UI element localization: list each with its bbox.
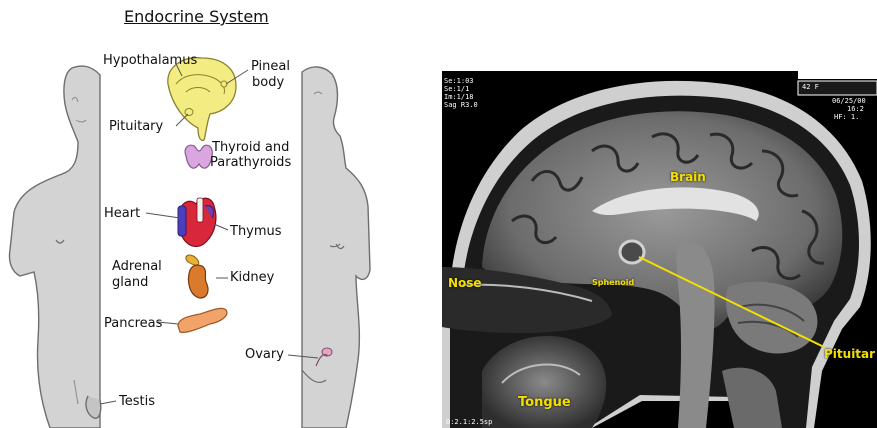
scan-meta-bottom: 0:2.1:2.5sp xyxy=(446,418,492,426)
endocrine-illustration xyxy=(0,0,430,428)
endocrine-diagram: Endocrine System xyxy=(0,0,430,428)
mri-label-brain: Brain xyxy=(670,170,706,184)
label-heart: Heart xyxy=(104,207,140,221)
label-testis: Testis xyxy=(119,395,155,409)
scan-meta-right2: 06/25/00 xyxy=(832,97,866,105)
label-adrenal-line2: gland xyxy=(112,276,148,290)
label-thyroid-line1: Thyroid and xyxy=(212,141,289,155)
mri-image xyxy=(442,71,877,428)
label-hypothalamus: Hypothalamus xyxy=(103,54,197,68)
label-thymus: Thymus xyxy=(230,225,282,239)
male-figure xyxy=(9,66,100,428)
scan-meta-right1: 42 F xyxy=(802,83,819,91)
heart-organ xyxy=(178,198,216,247)
scan-meta-right4: HF: 1. xyxy=(834,113,859,121)
kidney-organ xyxy=(186,255,208,298)
label-ovary: Ovary xyxy=(245,348,284,362)
mri-label-sphenoid: Sphenoid xyxy=(592,278,634,287)
label-pituitary: Pituitary xyxy=(109,120,163,134)
thyroid-organ xyxy=(185,145,212,168)
label-thyroid-line2: Parathyroids xyxy=(210,156,291,170)
brainstem xyxy=(676,241,714,428)
label-pineal-line2: body xyxy=(252,76,284,90)
scan-meta-line2: Se:1/1 xyxy=(444,85,469,93)
mri-label-pituitary: Pituitar xyxy=(824,347,875,361)
label-kidney: Kidney xyxy=(230,271,274,285)
scan-meta-right3: 16:2 xyxy=(847,105,864,113)
scan-meta-line3: Im:1/18 xyxy=(444,93,474,101)
label-adrenal-line1: Adrenal xyxy=(112,260,162,274)
label-pineal-line1: Pineal xyxy=(251,60,290,74)
pancreas-organ xyxy=(178,308,227,332)
mri-scan: Brain Nose Sphenoid Pituitar Tongue Se:1… xyxy=(442,71,877,428)
mri-label-nose: Nose xyxy=(448,276,482,290)
label-pancreas: Pancreas xyxy=(104,317,162,331)
mri-label-tongue: Tongue xyxy=(518,395,571,410)
pituitary-gland xyxy=(620,241,644,263)
female-figure xyxy=(302,67,370,428)
brain-organ xyxy=(168,58,236,141)
scan-meta-line4: Sag R3.0 xyxy=(444,101,478,109)
scan-meta-line1: Se:1:03 xyxy=(444,77,474,85)
